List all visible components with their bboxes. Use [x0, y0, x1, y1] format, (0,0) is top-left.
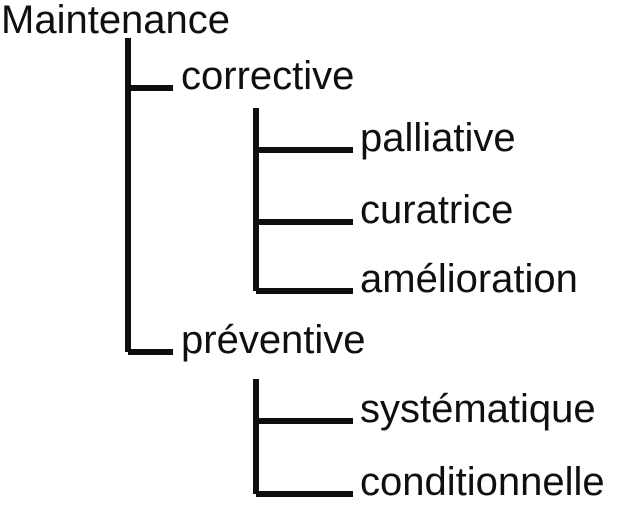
- tree-node-preventive: préventive: [181, 318, 366, 362]
- tree-node-amelioration: amélioration: [360, 257, 578, 301]
- tree-node-corrective: corrective: [181, 54, 355, 98]
- tree-node-curatrice: curatrice: [360, 188, 514, 232]
- tree-node-systematique: systématique: [360, 387, 596, 431]
- tree-node-conditionnelle: conditionnelle: [360, 460, 605, 504]
- tree-node-palliative: palliative: [360, 116, 516, 160]
- tree-node-maintenance: Maintenance: [1, 0, 231, 42]
